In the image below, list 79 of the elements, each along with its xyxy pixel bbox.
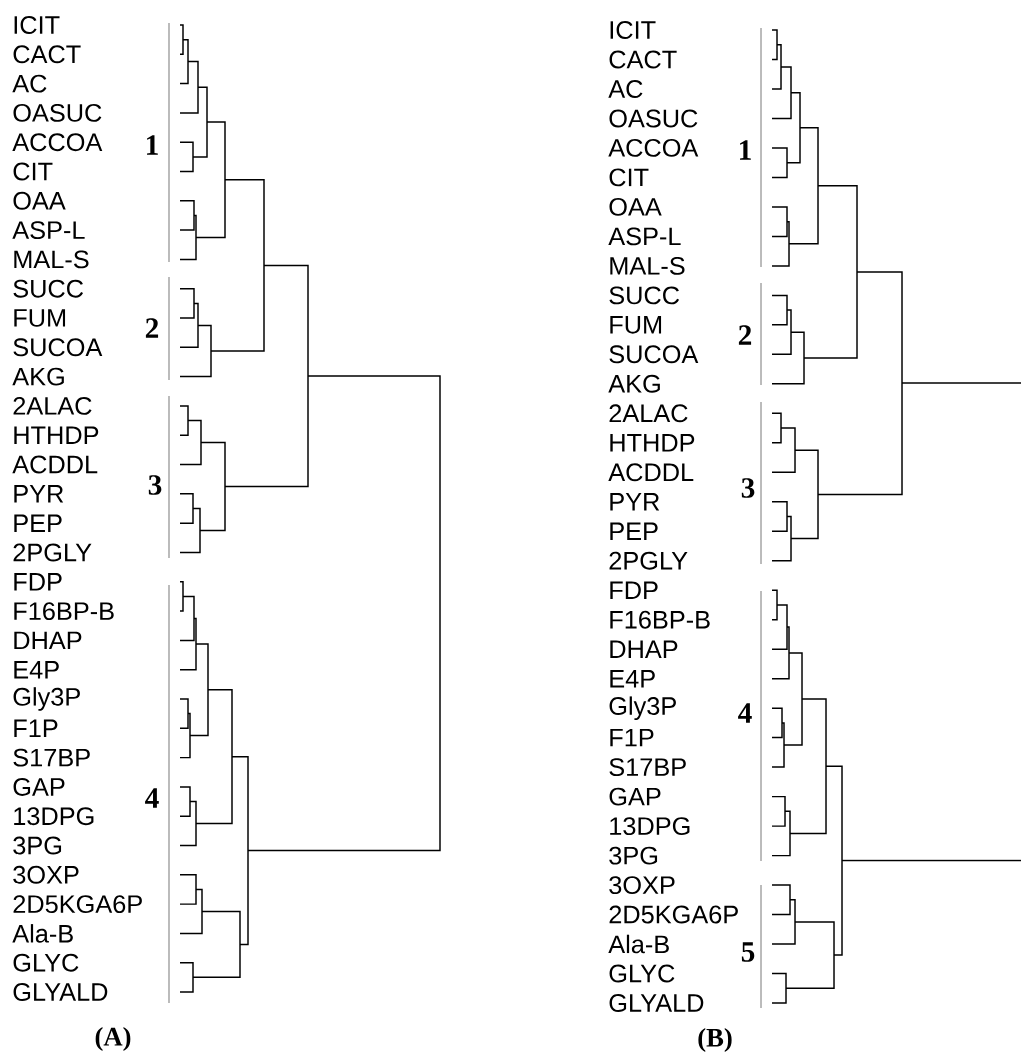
leaf-label: ICIT xyxy=(610,21,656,39)
leaf-label: 3PG xyxy=(13,836,62,855)
leaf-label: ACCOA xyxy=(608,138,699,157)
leaf-label: GLYALD xyxy=(13,983,108,1001)
leaf-label: ASP-L xyxy=(608,227,681,246)
leaf-label: OAA xyxy=(609,197,662,216)
cluster-number: 2 xyxy=(738,325,752,345)
leaf-label: Ala-B xyxy=(608,934,669,954)
leaf-label: FUM xyxy=(610,315,662,334)
leaf-label: 2ALAC xyxy=(609,404,688,423)
leaf-label: SUCC xyxy=(13,279,84,298)
leaf-label: HTHDP xyxy=(610,434,695,452)
leaf-label: AC xyxy=(12,74,47,93)
leaf-label: Gly3P xyxy=(609,696,676,720)
leaf-label: CIT xyxy=(13,162,53,181)
leaf-label: S17BP xyxy=(609,758,686,777)
leaf-label: E4P xyxy=(14,661,59,679)
cluster-number: 3 xyxy=(148,475,162,495)
leaf-label: 2PGLY xyxy=(13,543,92,562)
leaf-label: CACT xyxy=(13,45,81,64)
leaf-label: SUCOA xyxy=(13,338,103,357)
cluster-number: 2 xyxy=(145,318,159,338)
leaf-label: OASUC xyxy=(13,103,102,122)
leaf-label: S17BP xyxy=(13,748,90,767)
leaf-label: OAA xyxy=(13,191,66,210)
leaf-label: FDP xyxy=(14,573,62,591)
leaf-label: 2PGLY xyxy=(609,551,688,570)
cluster-number: 1 xyxy=(147,135,158,155)
leaf-label: AKG xyxy=(608,374,660,393)
cluster-number: 3 xyxy=(741,478,755,498)
leaf-label: SUCOA xyxy=(609,345,699,364)
leaf-label: F1P xyxy=(14,719,58,737)
leaf-label: DHAP xyxy=(14,631,82,650)
leaf-label: 3OXP xyxy=(13,865,79,884)
leaf-label: GLYALD xyxy=(609,994,704,1012)
leaf-label: GAP xyxy=(13,777,65,796)
leaf-label: SUCC xyxy=(609,286,680,305)
leaf-label: 3PG xyxy=(609,846,658,865)
leaf-label: ACCOA xyxy=(12,133,103,152)
leaf-label: OASUC xyxy=(609,109,698,128)
leaf-label: PEP xyxy=(14,514,62,532)
leaf-label: 13DPG xyxy=(610,817,690,836)
panel-label: (B) xyxy=(698,1027,732,1053)
leaf-label: Gly3P xyxy=(13,687,80,711)
leaf-label: Ala-B xyxy=(12,924,73,943)
leaf-label: CACT xyxy=(609,50,677,69)
leaf-label: AKG xyxy=(12,367,64,386)
cluster-number: 4 xyxy=(145,788,159,808)
leaf-label: PEP xyxy=(610,522,658,540)
leaf-label: PYR xyxy=(14,485,64,503)
leaf-label: MAL-S xyxy=(610,256,685,275)
leaf-label: 13DPG xyxy=(14,807,94,826)
leaf-label: 2D5KGA6P xyxy=(13,895,142,914)
leaf-label: MAL-S xyxy=(14,250,89,269)
leaf-label: FDP xyxy=(610,581,658,599)
cluster-number: 1 xyxy=(740,140,751,160)
cluster-number: 4 xyxy=(738,703,752,723)
leaf-label: F1P xyxy=(610,728,654,747)
leaf-label: GAP xyxy=(609,787,661,806)
leaf-label: PYR xyxy=(610,493,660,511)
panel-label: (A) xyxy=(95,1026,131,1052)
leaf-label: GLYC xyxy=(609,964,675,983)
leaf-label: FUM xyxy=(14,309,66,327)
leaf-label: HTHDP xyxy=(14,426,99,444)
leaf-label: CIT xyxy=(609,168,649,187)
leaf-label: DHAP xyxy=(610,640,678,658)
leaf-label: F16BP-B xyxy=(610,610,710,629)
leaf-label: AC xyxy=(608,80,643,98)
leaf-label: E4P xyxy=(610,670,655,688)
leaf-label: 2ALAC xyxy=(13,396,92,415)
leaf-label: F16BP-B xyxy=(14,602,114,621)
cluster-number: 5 xyxy=(741,942,755,962)
leaf-label: GLYC xyxy=(13,953,79,972)
leaf-label: 2D5KGA6P xyxy=(609,905,738,924)
leaf-label: ASP-L xyxy=(12,221,85,240)
leaf-label: ACDDL xyxy=(608,463,694,482)
leaf-label: ICIT xyxy=(14,16,60,34)
leaf-label: ACDDL xyxy=(12,455,98,474)
leaf-label: 3OXP xyxy=(609,876,675,895)
